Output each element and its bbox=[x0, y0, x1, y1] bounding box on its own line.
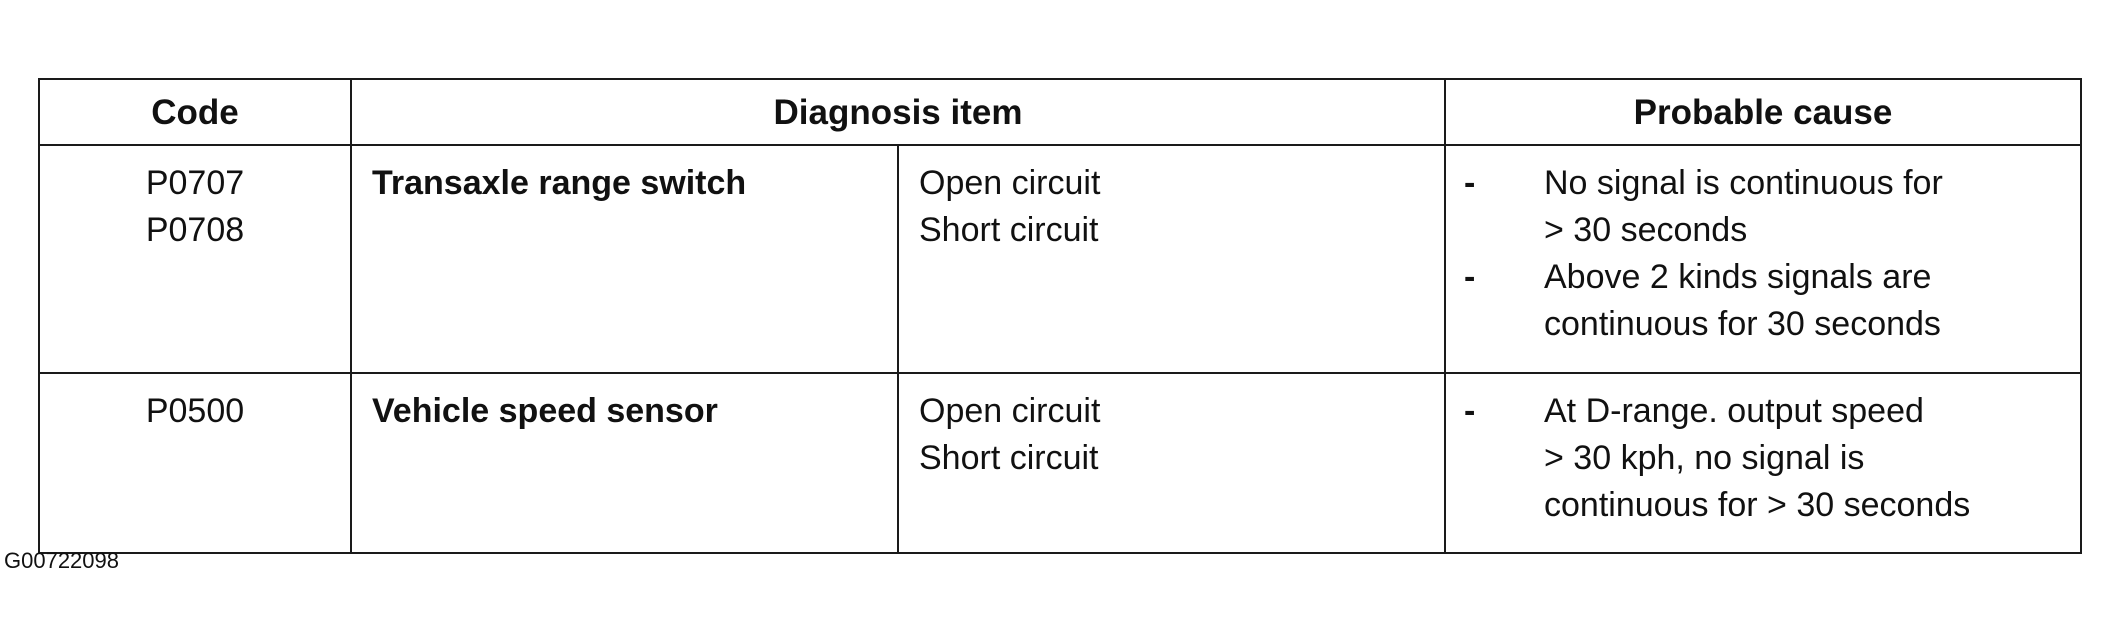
figure-id: G00722098 bbox=[4, 548, 119, 573]
cause-line: Above 2 kinds signals are bbox=[1544, 258, 1932, 296]
circuit-state: Short circuit bbox=[919, 211, 1099, 249]
circuit-state: Open circuit bbox=[919, 392, 1101, 430]
diagnosis-item-cell: Transaxle range switch bbox=[350, 144, 899, 374]
probable-cause-cell: - No signal is continuous for > 30 secon… bbox=[1444, 144, 2082, 374]
probable-cause-cell: - At D-range. output speed > 30 kph, no … bbox=[1444, 372, 2082, 554]
cause-line: > 30 kph, no signal is bbox=[1544, 439, 1865, 477]
circuit-state-cell: Open circuit Short circuit bbox=[897, 372, 1446, 554]
circuit-state: Open circuit bbox=[919, 164, 1101, 202]
cause-list-item: - Above 2 kinds signals are continuous f… bbox=[1464, 254, 2068, 348]
table-row: P0500 Vehicle speed sensor Open circuit … bbox=[38, 372, 2082, 554]
code-value: P0708 bbox=[145, 211, 245, 249]
cause-line: continuous for > 30 seconds bbox=[1544, 486, 1971, 524]
table-header-row: Code Diagnosis item Probable cause bbox=[38, 78, 2082, 146]
code-cell: P0500 bbox=[38, 372, 352, 554]
diagnosis-item-cell: Vehicle speed sensor bbox=[350, 372, 899, 554]
cause-text: Above 2 kinds signals are continuous for… bbox=[1544, 254, 2068, 348]
circuit-state-cell: Open circuit Short circuit bbox=[897, 144, 1446, 374]
bullet-dash: - bbox=[1464, 258, 1476, 296]
header-diagnosis-item: Diagnosis item bbox=[350, 78, 1446, 146]
code-value: P0707 bbox=[145, 164, 245, 202]
code-value: P0500 bbox=[145, 392, 245, 430]
diagnosis-table: Code Diagnosis item Probable cause P0707… bbox=[38, 78, 2082, 554]
code-cell: P0707 P0708 bbox=[38, 144, 352, 374]
bullet-dash: - bbox=[1464, 392, 1476, 430]
cause-text: At D-range. output speed > 30 kph, no si… bbox=[1544, 388, 2068, 529]
header-code: Code bbox=[38, 78, 352, 146]
cause-list-item: - At D-range. output speed > 30 kph, no … bbox=[1464, 388, 2068, 529]
cause-text: No signal is continuous for > 30 seconds bbox=[1544, 160, 2068, 254]
table-row: P0707 P0708 Transaxle range switch Open … bbox=[38, 144, 2082, 374]
cause-line: continuous for 30 seconds bbox=[1544, 305, 1941, 343]
header-probable-cause: Probable cause bbox=[1444, 78, 2082, 146]
cause-list-item: - No signal is continuous for > 30 secon… bbox=[1464, 160, 2068, 254]
cause-line: No signal is continuous for bbox=[1544, 164, 1943, 202]
cause-line: > 30 seconds bbox=[1544, 211, 1748, 249]
cause-line: At D-range. output speed bbox=[1544, 392, 1924, 430]
circuit-state: Short circuit bbox=[919, 439, 1099, 477]
bullet-dash: - bbox=[1464, 164, 1476, 202]
